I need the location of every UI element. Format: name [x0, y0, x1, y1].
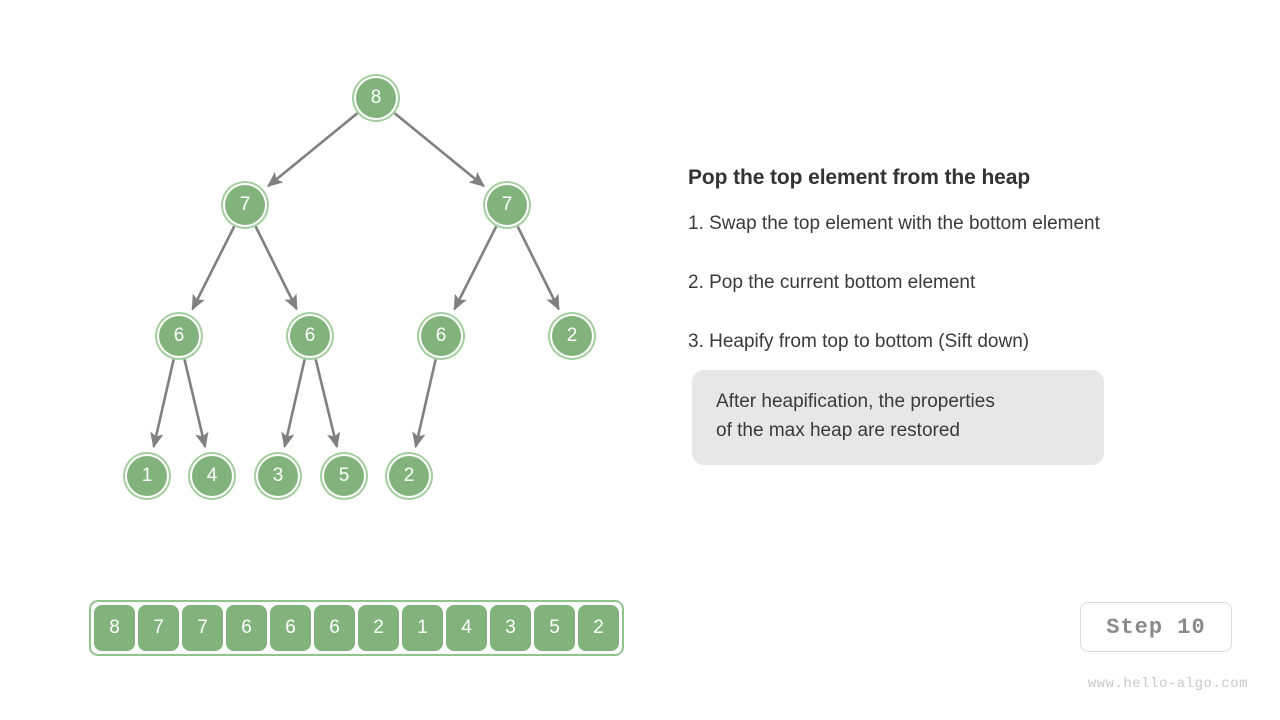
tree-node-value: 6 — [435, 325, 447, 346]
array-cell: 1 — [402, 605, 443, 651]
tree-edge — [183, 359, 209, 449]
tree-edges — [150, 112, 560, 449]
tree-edge-group — [150, 112, 560, 449]
instruction-step-2: 2. Pop the current bottom element — [688, 271, 976, 293]
tree-edge — [191, 225, 236, 311]
array-cell: 2 — [358, 605, 399, 651]
tree-node-value: 3 — [272, 465, 284, 486]
tree-node: 5 — [322, 454, 366, 498]
tree-node-value: 6 — [173, 325, 185, 346]
array-cell: 6 — [226, 605, 267, 651]
tree-node-value: 2 — [403, 465, 415, 486]
tree-node: 1 — [125, 454, 169, 498]
array-cell: 7 — [182, 605, 223, 651]
note-callout: After heapification, the properties of t… — [692, 370, 1104, 465]
array-cell: 5 — [534, 605, 575, 651]
tree-node: 6 — [419, 314, 463, 358]
array-cell: 2 — [578, 605, 619, 651]
note-line-1: After heapification, the properties — [716, 391, 995, 412]
binary-tree-diagram: 8 7 7 6 6 6 2 1 4 3 5 2 — [0, 0, 680, 560]
note-line-2: of the max heap are restored — [716, 420, 960, 442]
tree-edge — [254, 225, 298, 311]
tree-edge — [393, 112, 485, 188]
tree-edge — [150, 359, 175, 449]
tree-node: 8 — [354, 76, 398, 120]
tree-node: 2 — [387, 454, 431, 498]
tree-edge — [267, 112, 359, 188]
info-panel: Pop the top element from the heap 1. Swa… — [688, 164, 1248, 354]
tree-node-value: 8 — [370, 87, 382, 108]
step-badge: Step 10 — [1080, 602, 1232, 652]
tree-node: 7 — [223, 183, 267, 227]
tree-node: 4 — [190, 454, 234, 498]
tree-node-value: 7 — [239, 194, 251, 215]
tree-node: 2 — [550, 314, 594, 358]
tree-node-value: 5 — [338, 465, 350, 486]
tree-edge — [412, 359, 437, 449]
array-cell: 3 — [490, 605, 531, 651]
tree-edge — [516, 225, 560, 311]
watermark: www.hello-algo.com — [1087, 676, 1248, 692]
tree-edge — [281, 359, 306, 449]
tree-node: 3 — [256, 454, 300, 498]
tree-node-value: 7 — [501, 194, 513, 215]
tree-node-value: 6 — [304, 325, 316, 346]
tree-edge — [314, 359, 341, 449]
instruction-step-1: 1. Swap the top element with the bottom … — [688, 213, 1100, 235]
tree-edge — [453, 225, 498, 311]
array-cell: 6 — [270, 605, 311, 651]
array-cell: 8 — [94, 605, 135, 651]
array-cell: 4 — [446, 605, 487, 651]
array-cell: 7 — [138, 605, 179, 651]
instruction-step-3: 3. Heapify from top to bottom (Sift down… — [688, 330, 1030, 352]
page-title: Pop the top element from the heap — [688, 166, 1031, 189]
tree-node-value: 4 — [206, 465, 218, 486]
tree-node-value: 1 — [141, 465, 153, 486]
tree-node-value: 2 — [566, 325, 578, 346]
tree-node: 6 — [288, 314, 332, 358]
tree-node: 6 — [157, 314, 201, 358]
tree-node: 7 — [485, 183, 529, 227]
array-cell: 6 — [314, 605, 355, 651]
